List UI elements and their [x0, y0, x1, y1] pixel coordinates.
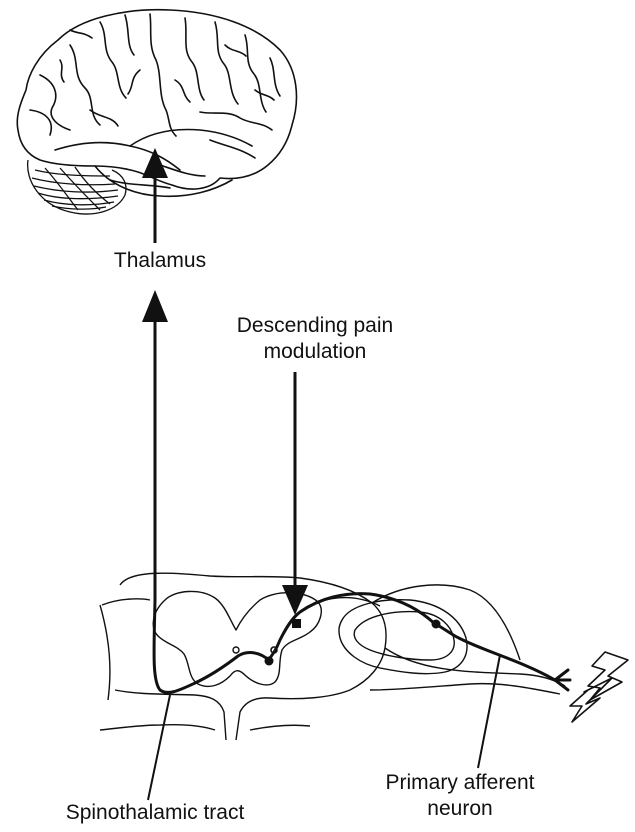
primary-label-line2: neuron	[345, 796, 575, 822]
spinothalamic-pointer	[148, 695, 170, 800]
spinothalamic-tract-path	[154, 315, 270, 692]
cerebellum-illustration	[28, 160, 126, 214]
lightning-bolt-icon	[570, 652, 628, 722]
descending-label-line2: modulation	[175, 339, 455, 365]
thalamus-label: Thalamus	[60, 248, 260, 274]
thalamus-arrowhead	[142, 148, 168, 178]
ganglion-cell-body	[432, 620, 441, 629]
dorsal-root-ganglion	[339, 600, 467, 674]
synapse-terminal	[292, 619, 301, 628]
ascending-arrowhead	[142, 290, 168, 322]
spinothalamic-tract-label: Spinothalamic tract	[20, 800, 290, 826]
descending-pain-modulation-label: Descending pain modulation	[175, 313, 455, 365]
primary-afferent-neuron	[268, 594, 570, 690]
primary-afferent-neuron-label: Primary afferent neuron	[345, 770, 575, 822]
primary-label-line1: Primary afferent	[345, 770, 575, 796]
descending-label-line1: Descending pain	[175, 313, 455, 339]
